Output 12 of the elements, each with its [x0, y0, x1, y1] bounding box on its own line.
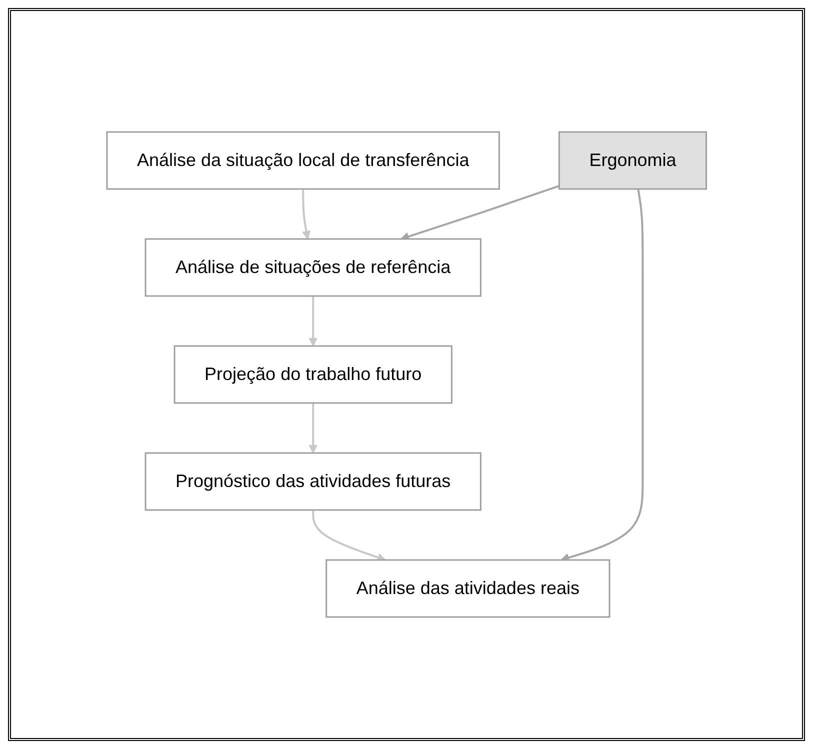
- arrow: [308, 296, 318, 346]
- node-box: Análise das atividades reais: [325, 559, 610, 618]
- node-box: Análise da situação local de transferência: [106, 131, 500, 190]
- arrow: [308, 403, 318, 454]
- node-box: Projeção do trabalho futuro: [174, 345, 452, 404]
- arrow: [302, 189, 310, 240]
- arrow: [560, 188, 644, 562]
- node-box: Prognóstico das atividades futuras: [144, 452, 482, 511]
- node-box: Análise de situações de referência: [144, 238, 482, 297]
- node-box: Ergonomia: [558, 131, 707, 190]
- arrow: [400, 184, 560, 241]
- arrow: [312, 510, 386, 562]
